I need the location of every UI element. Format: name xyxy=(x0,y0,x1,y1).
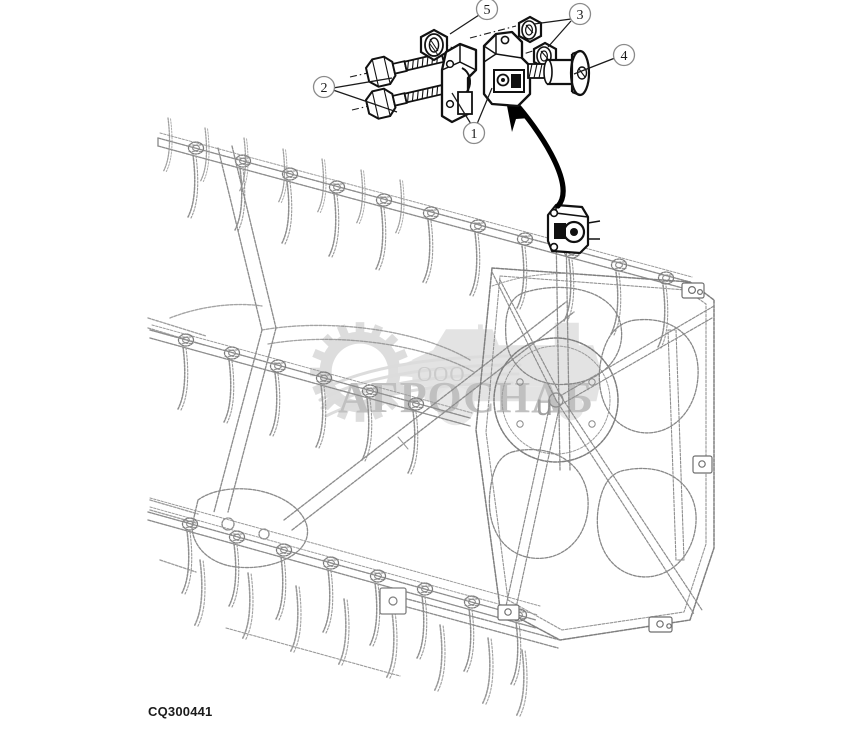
reel-end-disc xyxy=(475,267,715,641)
callout-2[interactable]: 2 xyxy=(312,75,336,99)
watermark-company-form: ООО xyxy=(417,362,466,386)
far-side-tine-row xyxy=(163,117,405,235)
callout-4-number: 4 xyxy=(621,49,628,64)
callout-5[interactable]: 5 xyxy=(475,0,499,21)
reel-drum xyxy=(169,303,475,373)
leader-lines xyxy=(332,14,616,125)
reel-support-arm xyxy=(491,229,581,471)
exploded-detail-group xyxy=(332,14,616,125)
reel-assembly xyxy=(147,117,715,717)
callout-3[interactable]: 3 xyxy=(568,2,592,26)
reel-spider-left xyxy=(191,145,309,569)
callout-5-number: 5 xyxy=(484,3,491,18)
lower-tine-row xyxy=(181,517,528,686)
installed-sensor-bracket xyxy=(546,203,601,255)
lower-tine-bar xyxy=(147,497,541,629)
callout-balloons: 1 2 3 4 5 xyxy=(312,0,636,145)
watermark-domain-fragment: u xyxy=(536,389,553,422)
upper-tine-row xyxy=(187,141,675,349)
figure-caption: CQ300441 xyxy=(148,704,213,719)
watermark: ООО АГРОСНАБ u xyxy=(310,322,600,426)
lower-extra-tines xyxy=(193,559,528,717)
lock-nut xyxy=(419,28,449,62)
callout-2-number: 2 xyxy=(321,81,328,96)
callout-1-number: 1 xyxy=(471,127,478,142)
callout-4[interactable]: 4 xyxy=(612,43,636,67)
left-frame-fragments xyxy=(147,317,207,573)
lower-frame xyxy=(225,587,561,677)
watermark-company-name: АГРОСНАБ xyxy=(338,373,594,422)
bracket-left-half xyxy=(440,42,478,124)
detail-pointer-arrow xyxy=(504,90,566,209)
hex-nut-upper xyxy=(517,15,543,44)
bracket-right-half xyxy=(482,30,532,108)
callout-3-number: 3 xyxy=(577,8,584,23)
callout-1[interactable]: 1 xyxy=(462,121,486,145)
reel-brace xyxy=(283,301,575,531)
field-sweep-lines xyxy=(316,354,522,418)
rim-fasteners xyxy=(497,282,713,633)
